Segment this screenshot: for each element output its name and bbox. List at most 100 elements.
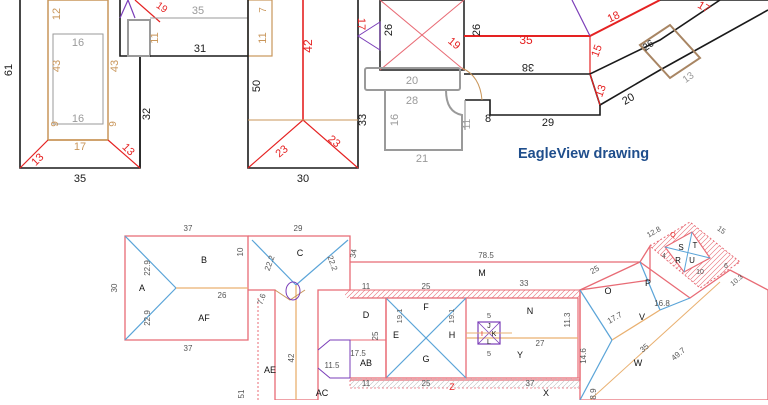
middle-building-outline <box>247 0 359 169</box>
dim-label: 28 <box>406 95 418 107</box>
roof-facet-label: AF <box>198 313 210 323</box>
roof-facet-label: C <box>297 248 304 258</box>
dim-label: 61 <box>3 64 15 76</box>
roof-facet-label: L <box>487 339 491 346</box>
middle-hip-left <box>247 119 304 169</box>
dim-label: 26 <box>641 38 657 54</box>
dim-label: 50 <box>251 80 263 92</box>
dim-label: 9 <box>108 121 119 127</box>
dim-label: 11 <box>362 379 371 388</box>
dim-label: 23 <box>325 133 342 150</box>
eagleview-drawing: 61 12 16 43 43 16 9 9 17 13 13 35 32 19 … <box>3 0 768 185</box>
tan-arc <box>461 67 483 101</box>
dim-label: 13 <box>681 70 697 86</box>
dim-label: 13 <box>593 83 608 99</box>
dim-label: 15 <box>589 43 604 59</box>
dim-label: 16.8 <box>654 299 670 308</box>
dim-label: 11.5 <box>325 361 341 370</box>
dim-label: 20 <box>406 75 418 87</box>
dim-label: 34 <box>348 248 359 259</box>
dim-label: 26 <box>218 291 227 300</box>
dim-label: 9 <box>50 121 61 127</box>
middle-hip-right <box>302 119 359 169</box>
dim-label: 15 <box>715 224 727 236</box>
dim-label: 20 <box>620 91 637 108</box>
dim-label: 51 <box>237 389 246 398</box>
eagleview-caption: EagleView drawing <box>518 146 649 162</box>
left-valley-purple <box>119 0 136 19</box>
dim-label: 19.1 <box>395 309 404 324</box>
dim-label: 37 <box>184 344 193 353</box>
dim-label: 4 <box>662 253 666 260</box>
dim-label: 19 <box>154 0 170 16</box>
dim-label: 11 <box>362 282 371 291</box>
roof-facet-label: AB <box>360 358 372 368</box>
dim-label: 22.9 <box>143 310 152 326</box>
roof-facet-label: G <box>422 354 429 364</box>
dim-label: 25 <box>422 282 431 291</box>
gray-shape-28 <box>384 89 463 151</box>
roof-facet-label: N <box>527 306 534 316</box>
roof-facet-label: A <box>139 283 145 293</box>
roof-facet-label: X <box>543 388 549 398</box>
roof-facet-label: U <box>689 256 695 265</box>
roof-facet-label: F <box>423 302 429 312</box>
roof-facet-label: B <box>201 255 207 265</box>
right-outline-lower <box>589 9 768 107</box>
dim-label: 25 <box>422 379 431 388</box>
chimney-box <box>127 19 151 57</box>
dim-label: 8 <box>485 113 491 125</box>
bottom-ab-valley <box>317 339 351 379</box>
dim-label: 49.7 <box>670 345 688 362</box>
dim-label: 7 <box>258 7 269 13</box>
dim-label: 14.6 <box>579 348 588 364</box>
dim-label: 11 <box>257 32 269 43</box>
alternate-drawing: 37 29 30 22.9 22.9 B A 26 AF 37 10 C 22.… <box>110 221 768 401</box>
bottom-right-hip-4 <box>579 339 613 401</box>
dim-label: 31 <box>194 43 206 55</box>
roof-facet-label: D <box>363 310 370 320</box>
bottom-left-outline <box>124 235 249 341</box>
bottom-right-hip-2 <box>639 261 661 311</box>
dim-label: 5 <box>487 311 491 320</box>
dim-label: 35 <box>192 5 204 17</box>
dim-label: 22.9 <box>143 260 152 276</box>
roof-facet-label: M <box>478 268 486 278</box>
dim-label: 17 <box>355 18 367 30</box>
dim-label: 42 <box>301 39 315 53</box>
dim-label: 22.2 <box>325 254 339 272</box>
roof-facet-label: O <box>604 286 611 296</box>
dim-label: 13 <box>120 141 137 158</box>
dim-label: 43 <box>109 60 121 72</box>
dim-label: 29 <box>294 224 303 233</box>
bottom-right-hip-3 <box>659 297 691 311</box>
dim-label: 12 <box>51 8 63 20</box>
dim-label: 12.8 <box>645 224 662 239</box>
left-hip-right <box>107 139 141 169</box>
dim-label: 38 <box>522 61 534 73</box>
dim-label: 25 <box>589 263 602 276</box>
dim-label: 18 <box>606 9 622 25</box>
roof-facet-label: K <box>492 331 497 338</box>
left-hip-left <box>19 139 49 169</box>
dim-label: 42 <box>287 353 296 362</box>
dim-label: 78.5 <box>478 251 494 260</box>
dim-label: 30 <box>297 173 309 185</box>
dim-label: 19.1 <box>447 309 456 324</box>
valley-17 <box>357 21 381 51</box>
bottom-w-edge <box>589 281 721 401</box>
bottom-c-outline <box>248 235 351 401</box>
dim-label: 29 <box>542 117 554 129</box>
roof-facet-label: AE <box>264 365 276 375</box>
dim-label: 10 <box>236 247 245 256</box>
dim-label: 7.6 <box>256 292 268 306</box>
dim-label: 32 <box>141 108 153 120</box>
roof-facet-label: AC <box>316 388 329 398</box>
dim-label: 11.3 <box>563 312 572 328</box>
roof-facet-label: S <box>678 243 683 252</box>
roof-facet-label: E <box>393 330 399 340</box>
dim-label: 6 <box>724 263 728 270</box>
bottom-qrstu-diag-2 <box>683 231 693 273</box>
bottom-hatched-lower <box>349 377 581 389</box>
